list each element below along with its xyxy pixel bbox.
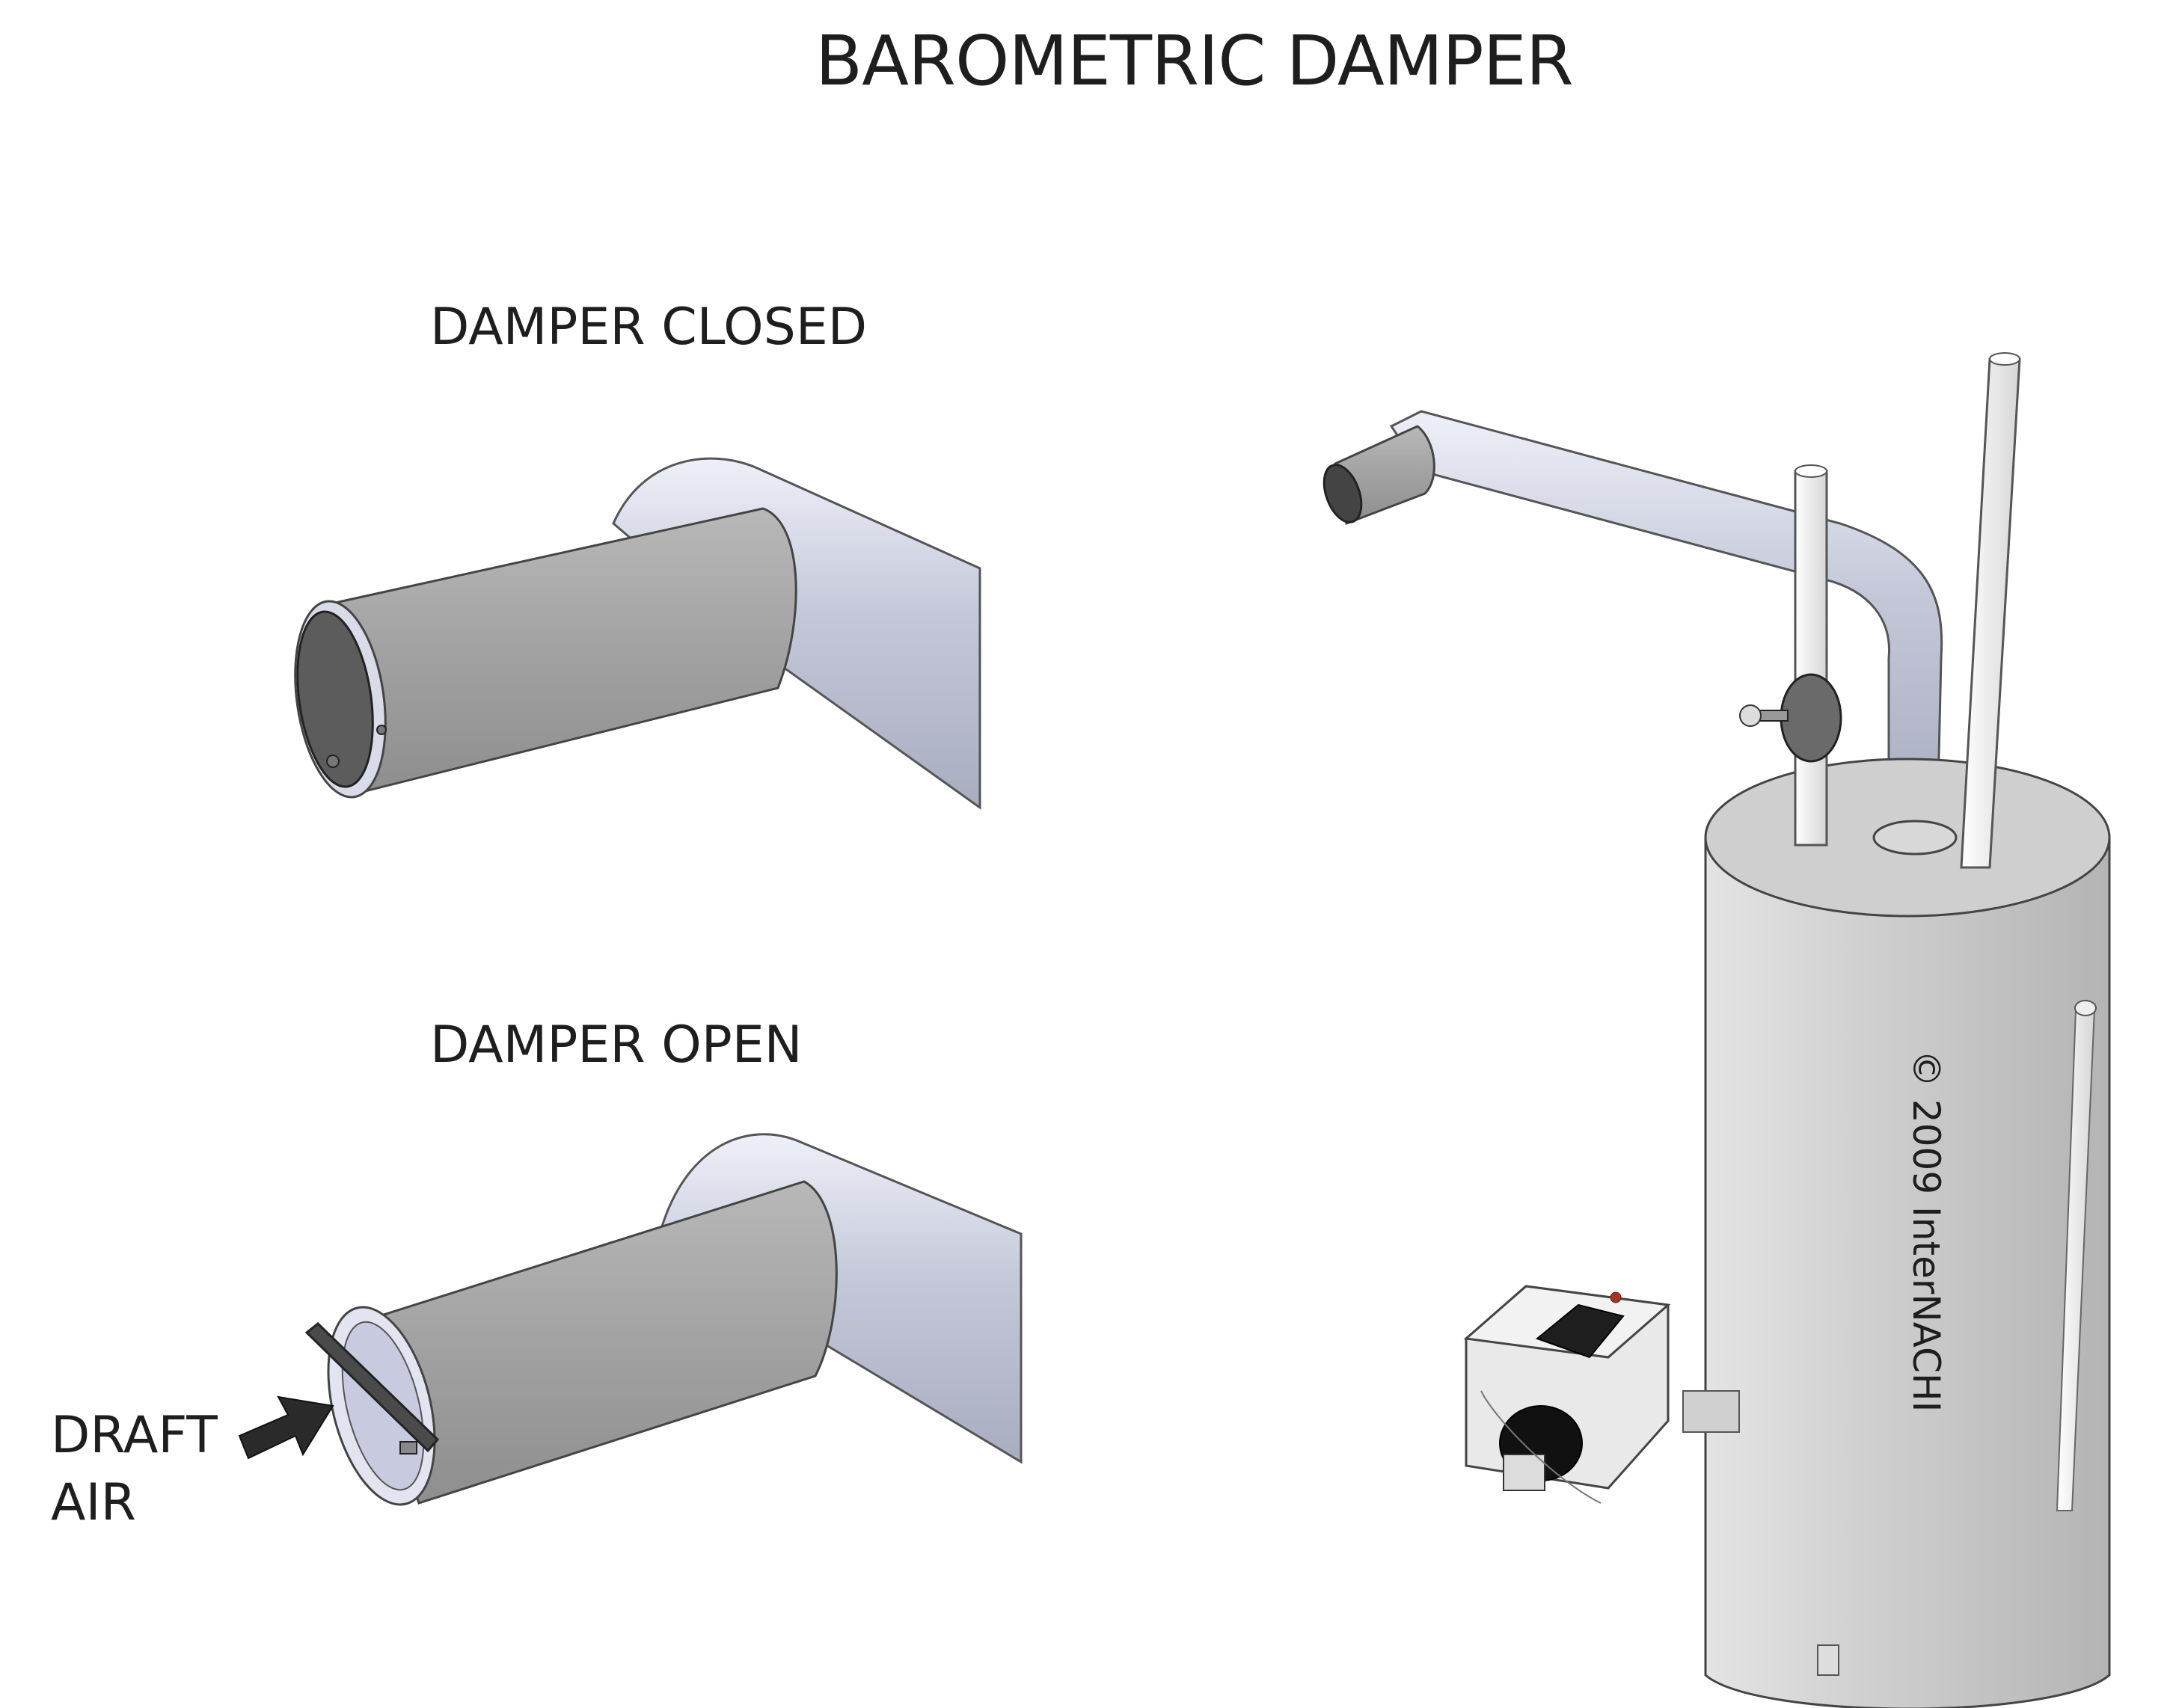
damper-gate-open [304,1322,440,1453]
water-heater-assembly [1323,352,2111,1708]
copyright-notice: © 2009 InterNACHI [1904,1050,1951,1413]
diagram-title: BAROMETRIC DAMPER [815,21,1574,101]
damper-gate-closed [296,610,374,788]
burner-control [1535,1303,1625,1359]
damper-open-view [238,1133,1023,1506]
damper-body-closed [320,507,797,794]
oil-burner [1463,1285,1740,1504]
cold-water-pipe [1794,470,1828,847]
draft-air-arrow [238,1395,334,1460]
damper-closed-view [294,457,981,810]
gas-valve [1780,673,1842,763]
tank-body [1704,836,2111,1708]
draft-air-label-line1: DRAFT [51,1406,218,1465]
damper-open-label: DAMPER OPEN [430,1016,803,1075]
damper-closed-label: DAMPER CLOSED [430,298,868,357]
copyright-text: © 2009 InterNACHI [1904,1050,1948,1413]
damper-body-open [354,1180,838,1505]
draft-air-label-line2: AIR [51,1473,136,1532]
